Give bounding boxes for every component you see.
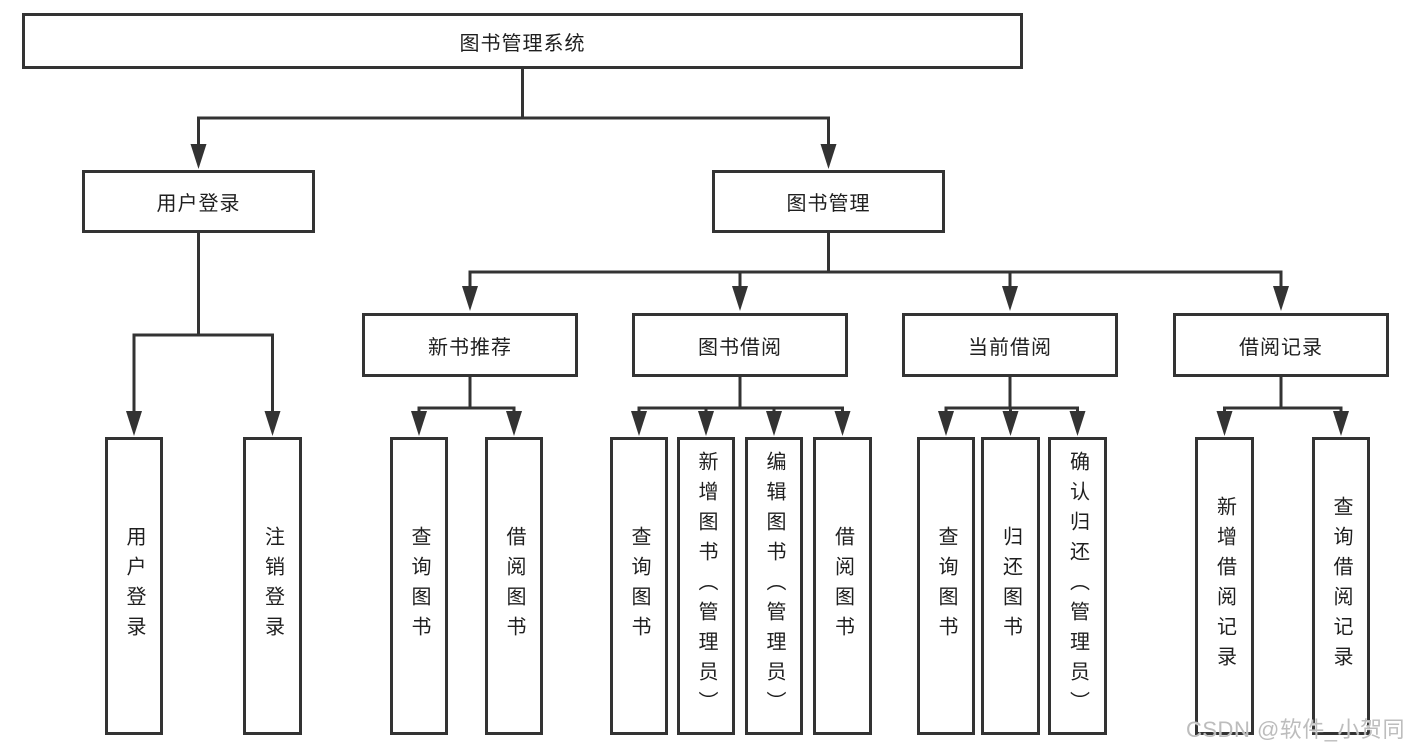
- leaf-borrow-book: 借阅图书: [813, 437, 872, 735]
- leaf-return-book-label: 归还图书: [999, 526, 1022, 646]
- leaf-add-borrow-record-label: 新增借阅记录: [1213, 496, 1236, 676]
- leaf-edit-book-admin-label: 编辑图书（管理员）: [763, 451, 785, 721]
- leaf-borrow-query-book-label: 查询图书: [628, 526, 650, 646]
- leaf-current-query-book-label: 查询图书: [935, 526, 957, 646]
- leaf-user-login: 用户登录: [105, 437, 163, 735]
- leaf-recommend-borrow-book: 借阅图书: [485, 437, 543, 735]
- leaf-add-book-admin: 新增图书（管理员）: [677, 437, 735, 735]
- arrowheads: [126, 144, 1349, 436]
- leaf-recommend-query-book: 查询图书: [390, 437, 448, 735]
- csdn-watermark: CSDN @软件_小贺同学: [1186, 717, 1405, 742]
- node-user-login: 用户登录: [82, 170, 315, 233]
- leaf-logout-label: 注销登录: [261, 526, 284, 646]
- leaf-add-book-admin-label: 新增图书（管理员）: [695, 451, 717, 721]
- leaf-confirm-return-admin-label: 确认归还（管理员）: [1066, 451, 1089, 721]
- leaf-query-borrow-record: 查询借阅记录: [1312, 437, 1370, 735]
- leaf-recommend-borrow-book-label: 借阅图书: [503, 526, 525, 646]
- leaf-borrow-query-book: 查询图书: [610, 437, 668, 735]
- node-borrow-records: 借阅记录: [1173, 313, 1389, 377]
- leaf-confirm-return-admin: 确认归还（管理员）: [1048, 437, 1107, 735]
- leaf-borrow-book-label: 借阅图书: [831, 526, 854, 646]
- leaf-user-login-label: 用户登录: [123, 526, 145, 646]
- leaf-edit-book-admin: 编辑图书（管理员）: [745, 437, 803, 735]
- leaf-logout: 注销登录: [243, 437, 302, 735]
- leaf-return-book: 归还图书: [981, 437, 1040, 735]
- leaf-current-query-book: 查询图书: [917, 437, 975, 735]
- leaf-add-borrow-record: 新增借阅记录: [1195, 437, 1254, 735]
- node-root-system: 图书管理系统: [22, 13, 1023, 69]
- node-current-borrow: 当前借阅: [902, 313, 1118, 377]
- node-book-borrow: 图书借阅: [632, 313, 848, 377]
- node-new-book-recommend: 新书推荐: [362, 313, 578, 377]
- leaf-query-borrow-record-label: 查询借阅记录: [1330, 496, 1352, 676]
- leaf-recommend-query-book-label: 查询图书: [408, 526, 430, 646]
- node-book-management: 图书管理: [712, 170, 945, 233]
